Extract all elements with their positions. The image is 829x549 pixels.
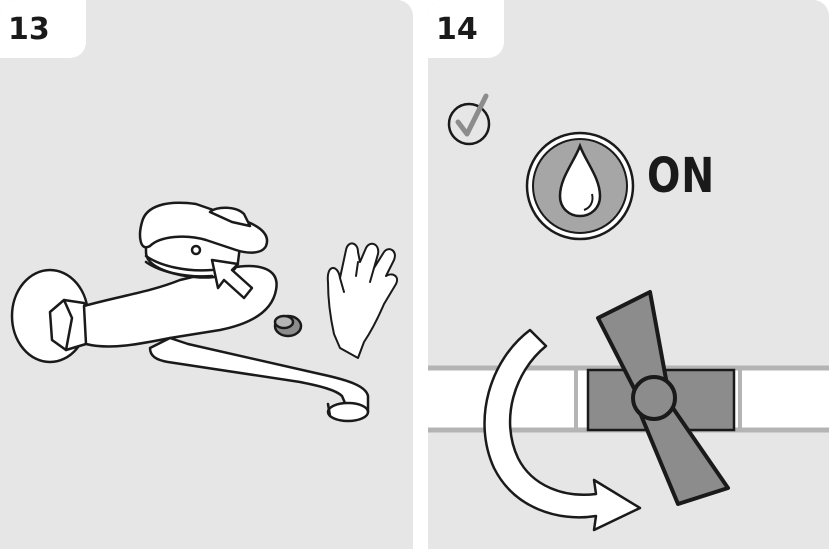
step-13-panel: 13 xyxy=(0,0,413,549)
arrow-icon xyxy=(210,258,254,300)
step-number: 13 xyxy=(8,11,50,47)
faucet-body xyxy=(82,264,278,348)
cover-cap-icon xyxy=(273,314,303,338)
step-14-panel: 14 xyxy=(428,0,829,549)
valve-illustration xyxy=(428,93,829,532)
step-13-tab: 13 xyxy=(0,0,86,58)
status-label: ON xyxy=(647,148,716,204)
faucet-illustration xyxy=(10,201,398,423)
lever-handle xyxy=(138,201,269,254)
hand-icon xyxy=(326,242,398,359)
step-14-tab: 14 xyxy=(428,0,504,58)
aerator xyxy=(326,401,370,423)
step-number: 14 xyxy=(436,11,478,47)
rotate-arrow-icon xyxy=(483,328,642,532)
valve-handle xyxy=(596,290,730,506)
water-drop-icon xyxy=(525,131,635,241)
check-icon xyxy=(447,93,491,146)
